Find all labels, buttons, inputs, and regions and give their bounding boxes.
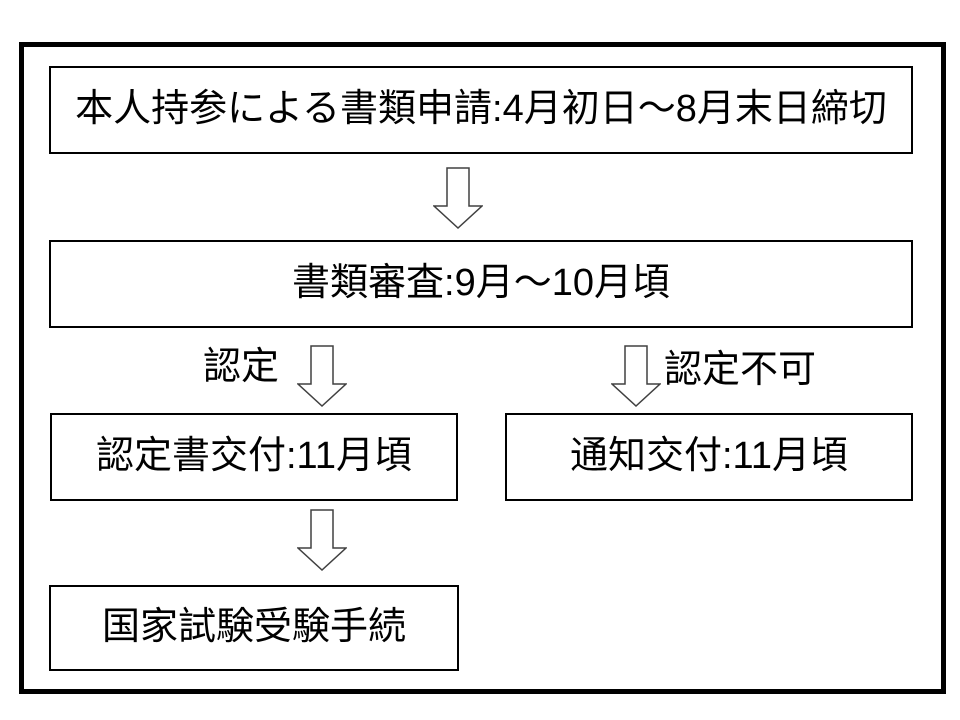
flow-box-notice: 通知交付:11月頃 (505, 413, 913, 501)
down-arrow-icon (297, 345, 347, 407)
flow-box-exam: 国家試験受験手続 (49, 585, 459, 671)
flow-box-certificate-label: 認定書交付:11月頃 (95, 435, 412, 478)
branch-label-approved: 認定 (203, 346, 280, 388)
down-arrow-icon (433, 167, 483, 229)
flow-box-screening: 書類審査:9月～10月頃 (49, 240, 913, 328)
flow-box-notice-label: 通知交付:11月頃 (569, 435, 848, 478)
flow-box-certificate: 認定書交付:11月頃 (50, 413, 458, 501)
down-arrow-icon (297, 509, 347, 571)
flow-box-exam-label: 国家試験受験手続 (101, 606, 406, 649)
branch-label-rejected: 認定不可 (664, 349, 817, 391)
down-arrow-icon (611, 345, 661, 407)
flow-box-application-label: 本人持参による書類申請:4月初日～8月末日締切 (75, 88, 887, 131)
flow-box-application: 本人持参による書類申請:4月初日～8月末日締切 (49, 66, 913, 154)
flow-box-screening-label: 書類審査:9月～10月頃 (292, 262, 670, 305)
